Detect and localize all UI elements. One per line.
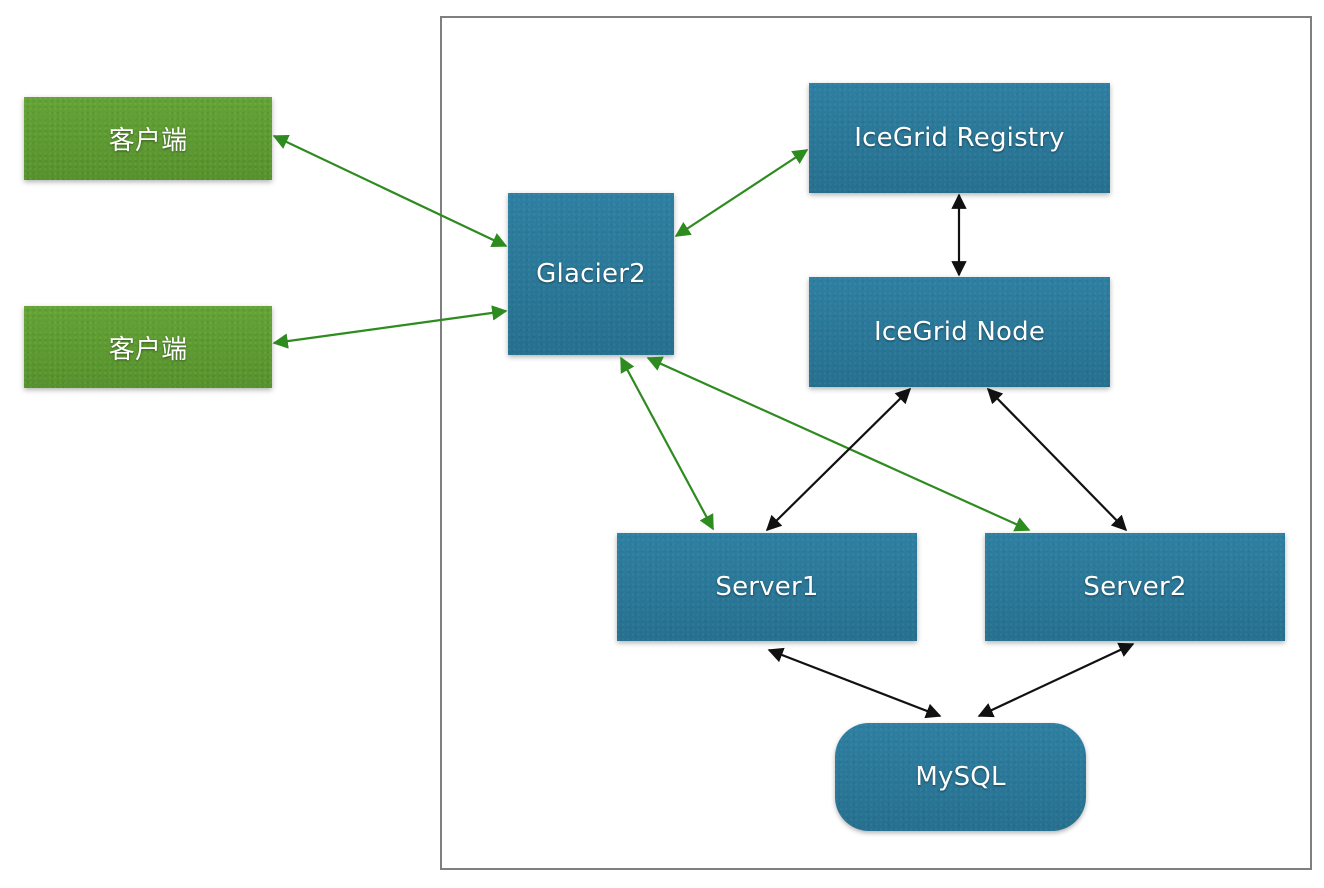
icegrid-node-label: IceGrid Node	[873, 317, 1046, 347]
client-node-1-label: 客户端	[108, 126, 188, 156]
client-node-2-label: 客户端	[108, 334, 188, 365]
icegrid-registry-label: IceGrid Registry	[854, 123, 1065, 153]
mysql-node[interactable]: MySQL	[835, 723, 1086, 831]
server1-node[interactable]: Server1	[617, 533, 917, 641]
client-node-1[interactable]: 客户端	[24, 97, 272, 180]
server2-node[interactable]: Server2	[985, 533, 1285, 641]
client-node-2[interactable]: 客户端	[24, 306, 272, 388]
mysql-label: MySQL	[915, 762, 1006, 792]
icegrid-registry-node[interactable]: IceGrid Registry	[809, 83, 1110, 193]
glacier2-label: Glacier2	[536, 259, 646, 289]
server1-label: Server1	[715, 572, 819, 602]
icegrid-node-node[interactable]: IceGrid Node	[809, 277, 1110, 387]
glacier2-node[interactable]: Glacier2	[508, 193, 674, 355]
server2-label: Server2	[1083, 572, 1187, 602]
